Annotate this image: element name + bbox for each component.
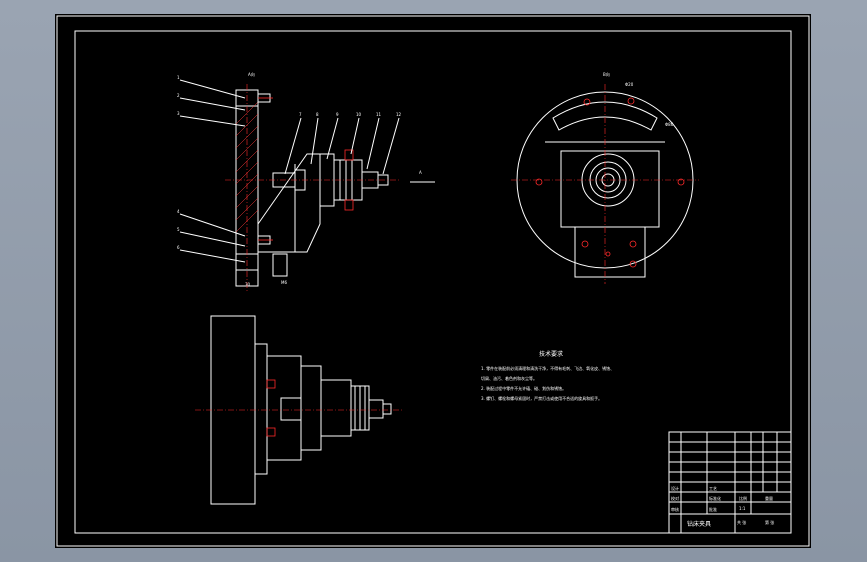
balloon: 8 [316,112,319,117]
front-section-view: A A向 [225,71,435,292]
title-block-cell: 共 张 [737,519,746,525]
balloon: 2 [177,93,180,98]
note-line: 切屑、油污、着色剂和灰尘等。 [481,375,537,381]
balloon: 5 [177,227,180,232]
technical-notes: 技术要求 1. 零件在装配前必须清理和清洗干净，不得有毛刺、飞边、氧化皮、锈蚀、… [481,350,614,401]
title-block-cell: 校对 [671,495,679,501]
dimension-label: M6 [281,280,287,285]
balloon: 1 [177,75,180,80]
dimension-label: Φ20 [625,82,634,87]
balloon: 9 [336,112,339,117]
balloon: 7 [299,112,302,117]
title-block-name: 钻床夹具 [687,520,711,528]
title-block: 设计 校对 审核 工艺 标准化 批准 比例 重量 1:1 共 张 第 张 钻床夹… [668,431,792,534]
balloon: 3 [177,111,180,116]
dimension-label: Φ86 [665,122,674,127]
view-label-a: A向 [248,71,255,77]
title-block-cell: 设计 [671,485,679,491]
balloon: 12 [396,112,402,117]
part-leaders [179,79,400,263]
view-label-b: B向 [603,71,610,77]
title-block-cell: 批准 [709,506,717,512]
balloon: 11 [376,112,382,117]
balloon: 4 [177,209,180,214]
dimension-label: 30 [245,282,251,287]
title-block-scale: 1:1 [739,506,746,511]
balloon: 6 [177,245,180,250]
title-block-cell: 第 张 [765,519,774,525]
top-view: B向 Φ20 Φ86 [511,71,699,284]
balloon: 10 [356,112,362,117]
outer-border [56,15,810,547]
note-line: 2. 装配过程中零件不允许磕、碰、划伤和锈蚀。 [481,385,566,391]
notes-title: 技术要求 [539,350,563,358]
note-line: 3. 螺钉、螺栓和螺母紧固时，严禁打击或使用不合适的旋具和扳手。 [481,395,602,401]
cad-drawing-viewport[interactable]: A A向 1 2 3 4 5 6 7 8 9 10 11 12 30 M6 [55,14,811,548]
cad-drawing-canvas: A A向 1 2 3 4 5 6 7 8 9 10 11 12 30 M6 [56,15,810,547]
inner-border [74,30,792,534]
title-block-cell: 工艺 [709,486,717,491]
title-block-cell: 标准化 [709,495,721,501]
title-block-cell: 审核 [671,506,679,512]
title-block-cell: 重量 [765,495,773,501]
title-block-cell: 比例 [739,495,747,501]
section-label: A [419,170,422,175]
side-view [195,315,403,505]
note-line: 1. 零件在装配前必须清理和清洗干净，不得有毛刺、飞边、氧化皮、锈蚀、 [481,365,614,371]
balloon-labels: 1 2 3 4 5 6 7 8 9 10 11 12 30 M6 [177,75,402,287]
